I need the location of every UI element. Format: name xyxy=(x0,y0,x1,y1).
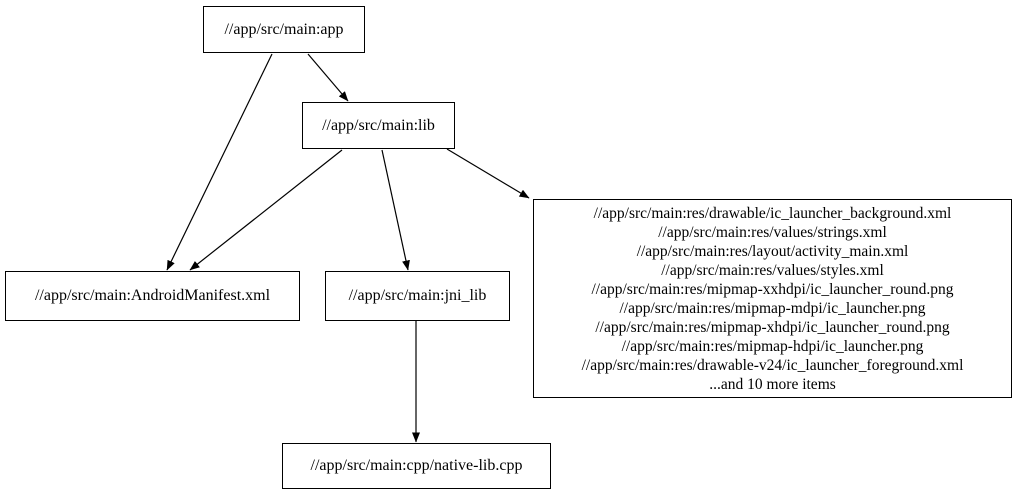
node-lib-target: //app/src/main:lib xyxy=(302,102,455,149)
edge-lib-to-res-files xyxy=(446,148,530,199)
edge-lib-to-manifest xyxy=(189,149,343,271)
node-native-lib-cpp: //app/src/main:cpp/native-lib.cpp xyxy=(282,443,551,489)
node-app-label: //app/src/main:app xyxy=(224,20,344,38)
node-native-lib-cpp-label: //app/src/main:cpp/native-lib.cpp xyxy=(310,457,523,474)
res-file-line: //app/src/main:res/mipmap-xxhdpi/ic_laun… xyxy=(591,280,954,298)
node-android-manifest: //app/src/main:AndroidManifest.xml xyxy=(5,271,300,321)
edge-app-to-lib xyxy=(307,53,349,102)
edge-app-to-manifest xyxy=(166,53,273,271)
res-file-line: //app/src/main:res/layout/activity_main.… xyxy=(636,242,909,260)
res-file-line: //app/src/main:res/mipmap-hdpi/ic_launch… xyxy=(621,337,924,355)
res-file-line: //app/src/main:res/values/styles.xml xyxy=(661,261,884,279)
edge-lib-to-jni-lib xyxy=(381,149,410,271)
res-file-line: //app/src/main:res/mipmap-xhdpi/ic_launc… xyxy=(595,318,950,336)
node-android-manifest-label: //app/src/main:AndroidManifest.xml xyxy=(34,287,271,304)
node-jni-lib: //app/src/main:jni_lib xyxy=(325,271,510,321)
res-file-line: //app/src/main:res/drawable-v24/ic_launc… xyxy=(581,356,964,374)
res-file-line: //app/src/main:res/drawable/ic_launcher_… xyxy=(593,204,952,222)
res-file-line: //app/src/main:res/values/strings.xml xyxy=(658,223,887,241)
node-res-files-group: //app/src/main:res/drawable/ic_launcher_… xyxy=(533,199,1012,398)
res-files-more-items: ...and 10 more items xyxy=(709,375,836,393)
node-lib-label: //app/src/main:lib xyxy=(322,116,435,134)
node-app-target: //app/src/main:app xyxy=(203,6,365,53)
res-file-line: //app/src/main:res/mipmap-mdpi/ic_launch… xyxy=(619,299,926,317)
node-jni-lib-label: //app/src/main:jni_lib xyxy=(348,287,487,304)
